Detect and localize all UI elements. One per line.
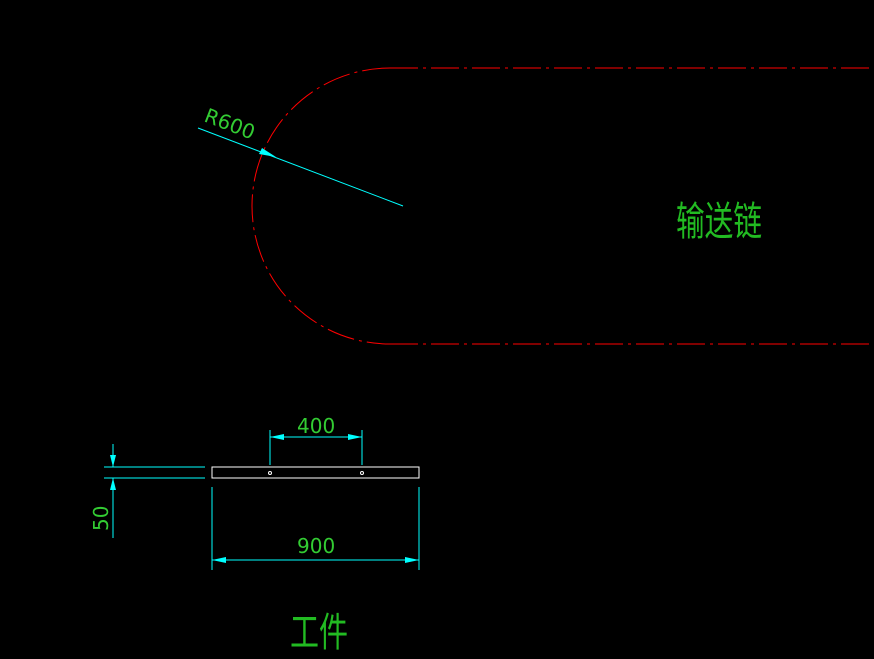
- length-dimension: 900: [211, 487, 420, 570]
- length-arrow-left: [212, 557, 226, 563]
- radius-label: R600: [201, 103, 258, 144]
- spacing-dimension: 400: [269, 414, 363, 465]
- workpiece-hole-left: [268, 471, 272, 475]
- workpiece: [211, 466, 420, 479]
- radius-arrowhead: [259, 148, 276, 157]
- spacing-label: 400: [297, 414, 335, 438]
- height-arrow-top: [110, 455, 116, 467]
- length-label: 900: [297, 534, 335, 558]
- height-label: 50: [89, 506, 113, 531]
- workpiece-outline: [211, 466, 420, 479]
- conveyor-end-arc: [251, 67, 391, 345]
- spacing-arrow-left: [270, 434, 284, 440]
- height-arrow-bottom: [110, 478, 116, 490]
- radius-dimension: R600: [197, 103, 404, 207]
- length-arrow-right: [405, 557, 419, 563]
- workpiece-hole-right: [360, 471, 364, 475]
- conveyor-chain-path: [251, 67, 874, 345]
- workpiece-label: 工件: [290, 610, 348, 656]
- spacing-arrow-right: [348, 434, 362, 440]
- height-dimension: 50: [89, 444, 205, 538]
- radius-leader-line: [197, 127, 404, 207]
- conveyor-label: 输送链: [676, 199, 762, 245]
